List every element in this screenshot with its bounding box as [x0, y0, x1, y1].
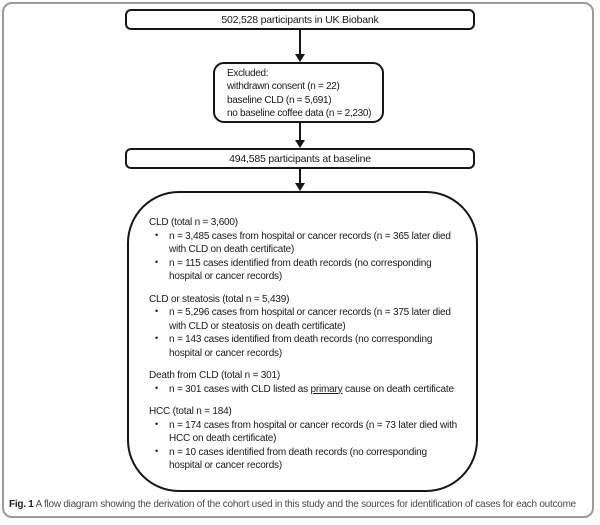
excluded-line: baseline CLD (n = 5,691): [227, 94, 332, 106]
arrow-head: [295, 54, 305, 62]
figure-caption-text: A flow diagram showing the derivation of…: [35, 499, 577, 510]
arrow-stem: [299, 169, 301, 183]
outcome-section: CLD (total n = 3,600)•n = 3,485 cases fr…: [149, 216, 460, 284]
bullet-text: n = 5,296 cases from hospital or cancer …: [169, 307, 451, 332]
excluded-title: Excluded:: [227, 68, 269, 79]
figure-caption: Fig. 1 A flow diagram showing the deriva…: [9, 499, 585, 511]
outcome-section-title: Death from CLD (total n = 301): [149, 370, 281, 381]
bullet-marker-icon: •: [155, 382, 158, 393]
bullet-marker-icon: •: [155, 229, 158, 240]
underlined-text: primary: [310, 383, 343, 395]
outcome-bullet-item: • n = 301 cases with CLD listed as primar…: [149, 383, 460, 397]
box-excluded: Excluded: withdrawn consent (n = 22)base…: [213, 62, 384, 123]
bullet-text: n = 301 cases with CLD listed as: [169, 383, 311, 395]
box-total-participants-label: 502,528 participants in UK Biobank: [221, 13, 379, 26]
outcome-sections: CLD (total n = 3,600)•n = 3,485 cases fr…: [149, 216, 460, 473]
bullet-text: n = 143 cases identified from death reco…: [169, 334, 433, 359]
excluded-line: withdrawn consent (n = 22): [227, 81, 340, 93]
outcome-section-title: CLD or steatosis (total n = 5,439): [149, 293, 290, 305]
bullet-marker-icon: •: [155, 445, 158, 456]
outcome-section: HCC (total n = 184)•n = 174 cases from h…: [149, 405, 460, 473]
outcome-bullet-list: • n = 174 cases from hospital or cancer r…: [149, 419, 460, 473]
outcome-bullet-item: • n = 10 cases identified from death reco…: [149, 446, 460, 473]
box-outcomes: CLD (total n = 3,600)•n = 3,485 cases fr…: [127, 191, 478, 492]
outcome-bullet-item: • n = 115 cases identified from death rec…: [149, 257, 460, 284]
bullet-text: n = 10 cases identified from death recor…: [169, 446, 427, 472]
outcome-bullet-list: • n = 3,485 cases from hospital or cancer…: [149, 230, 460, 284]
box-total-participants: 502,528 participants in UK Biobank: [125, 9, 475, 30]
box-baseline-participants: 494,585 participants at baseline: [125, 148, 475, 169]
bullet-text: n = 115 cases identified from death reco…: [169, 257, 432, 283]
outcome-bullet-item: • n = 174 cases from hospital or cancer r…: [149, 419, 460, 446]
outcome-bullet-item: • n = 5,296 cases from hospital or cancer…: [149, 306, 460, 333]
outcome-bullet-item: • n = 143 cases identified from death rec…: [149, 333, 460, 360]
arrow-head: [295, 140, 305, 148]
excluded-lines: withdrawn consent (n = 22)baseline CLD (…: [227, 80, 382, 120]
arrow-stem: [299, 123, 301, 140]
bullet-marker-icon: •: [155, 418, 158, 429]
bullet-marker-icon: •: [155, 306, 158, 316]
outcome-bullet-list: • n = 5,296 cases from hospital or cancer…: [149, 306, 460, 360]
outcome-section-title: CLD (total n = 3,600): [149, 217, 238, 228]
bullet-text: n = 3,485 cases from hospital or cancer …: [169, 230, 451, 256]
bullet-text: cause on death certificate: [342, 383, 454, 395]
outcome-section: Death from CLD (total n = 301)• n = 301 c…: [149, 369, 460, 396]
outcome-section-title: HCC (total n = 184): [149, 406, 232, 417]
bullet-marker-icon: •: [155, 333, 158, 343]
outcome-bullet-item: • n = 3,485 cases from hospital or cancer…: [149, 230, 460, 257]
box-baseline-participants-label: 494,585 participants at baseline: [229, 152, 371, 165]
excluded-line: no baseline coffee data (n = 2,230): [227, 108, 372, 120]
arrow-stem: [299, 30, 301, 54]
bullet-text: n = 174 cases from hospital or cancer re…: [169, 419, 458, 445]
outcome-bullet-list: • n = 301 cases with CLD listed as primar…: [149, 383, 460, 397]
bullet-marker-icon: •: [155, 256, 158, 267]
figure-caption-label: Fig. 1: [9, 499, 34, 510]
arrow-head: [295, 183, 305, 191]
outcome-section: CLD or steatosis (total n = 5,439)•n = 5…: [149, 293, 460, 361]
